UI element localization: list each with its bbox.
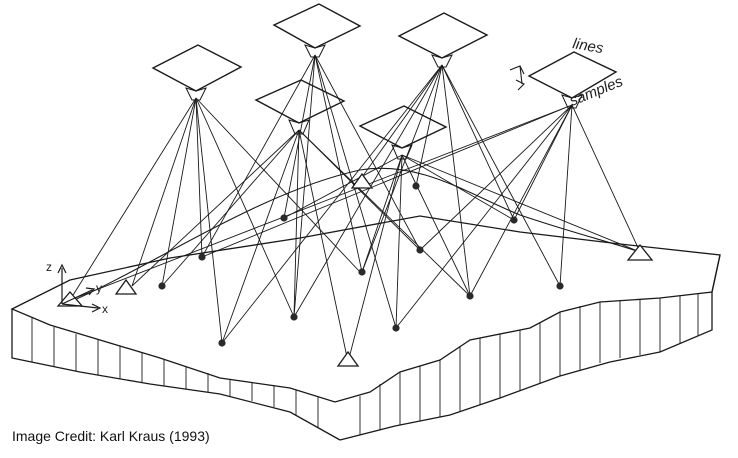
lines-label: lines <box>571 35 605 57</box>
axis-x-label: x <box>102 302 108 316</box>
camera-frame-3 <box>397 12 489 68</box>
axis-y-line <box>61 289 93 305</box>
rotation-arrow-icon <box>509 65 525 91</box>
tie-point <box>358 268 366 276</box>
control-point-5 <box>336 350 360 367</box>
tie-point <box>510 216 518 224</box>
axis-z-label: z <box>46 260 52 274</box>
terrain-front-hatching <box>31 318 319 428</box>
camera-frame-2 <box>272 3 362 58</box>
tie-point <box>198 253 206 261</box>
projection-rays <box>69 54 641 363</box>
image-credit: Image Credit: Karl Kraus (1993) <box>12 428 210 444</box>
flight-strip-curve <box>69 167 641 303</box>
terrain-block <box>10 167 721 441</box>
camera-frame-1 <box>151 44 243 101</box>
camera-frames <box>151 3 618 160</box>
tie-point <box>392 324 400 332</box>
tie-points <box>158 182 564 347</box>
tie-point <box>218 339 226 347</box>
terrain-front-bottom <box>11 309 341 441</box>
control-point-2 <box>114 278 138 295</box>
tie-point <box>280 214 288 222</box>
axis-y-label: y <box>96 281 102 295</box>
tie-point <box>158 282 166 290</box>
tie-point <box>412 182 420 190</box>
control-point-4 <box>626 243 654 261</box>
tie-point <box>416 246 424 254</box>
terrain-side-hatching <box>359 294 699 435</box>
coordinate-axes <box>57 263 102 313</box>
tie-point <box>290 313 298 321</box>
control-point-3 <box>350 172 374 189</box>
axis-x-line <box>61 303 99 309</box>
tie-point <box>556 282 564 290</box>
tie-point <box>466 292 474 300</box>
